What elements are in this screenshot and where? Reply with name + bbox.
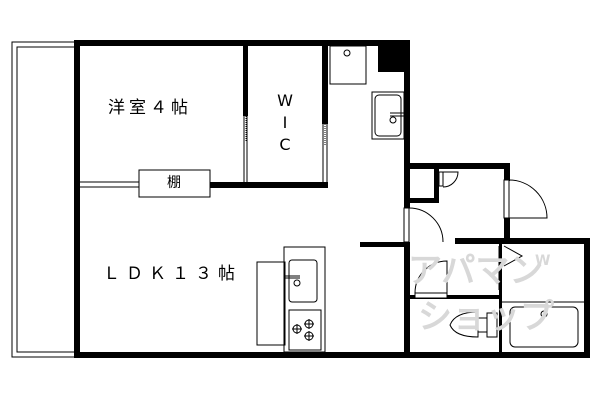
wic-doors <box>243 104 328 182</box>
wic-label-i: I <box>282 113 288 132</box>
toilet <box>449 311 498 338</box>
watermark-line2: ショップ <box>418 297 554 337</box>
balcony <box>11 41 79 358</box>
walls <box>74 40 590 358</box>
shelf <box>80 169 211 198</box>
bathtub <box>502 301 584 348</box>
wash-basin <box>371 91 405 140</box>
watermark-line1: アパマン <box>408 251 544 291</box>
ldk-label: ＬＤＫ１３帖 <box>103 264 241 284</box>
wic-label-c: C <box>279 135 291 154</box>
wic-label-w: W <box>277 91 293 110</box>
kitchen <box>256 246 326 353</box>
western-room-label: 洋室４帖 <box>108 98 192 118</box>
appliance-space <box>329 45 367 85</box>
shelf-label: 棚 <box>167 175 181 191</box>
doors <box>403 171 548 299</box>
watermark-superscript: W <box>535 253 551 269</box>
